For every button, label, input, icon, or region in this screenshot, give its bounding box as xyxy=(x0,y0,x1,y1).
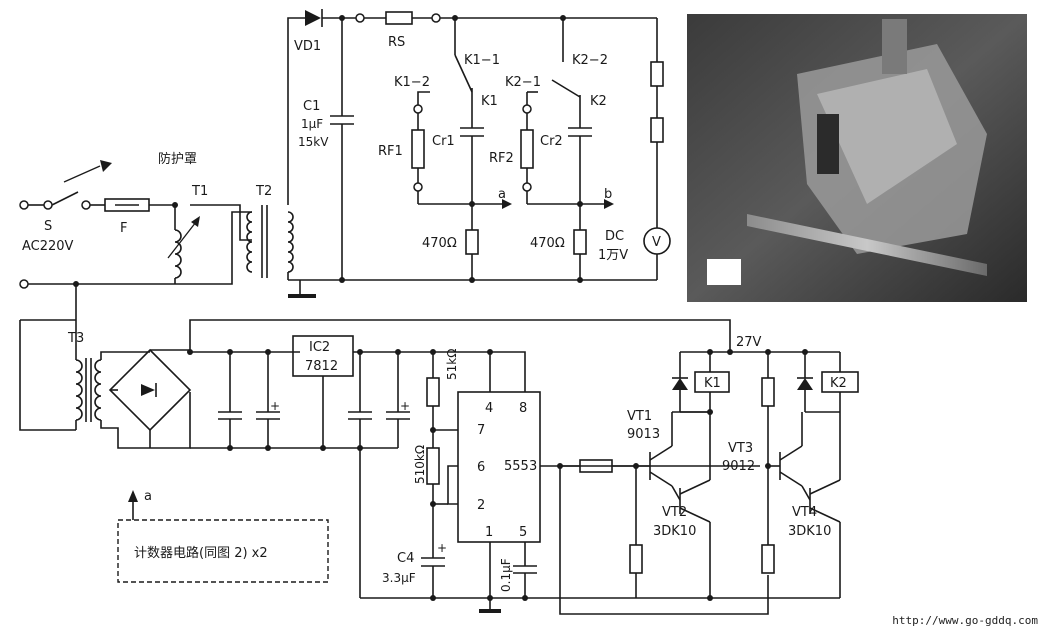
plus-2: + xyxy=(400,399,410,413)
t2-secondary xyxy=(287,211,294,273)
t2-primary xyxy=(246,211,253,273)
label-cr1: Cr1 xyxy=(432,134,455,149)
label-c1-volt: 15kV xyxy=(298,135,329,149)
hv-section xyxy=(287,9,671,298)
label-f: F xyxy=(120,221,127,236)
label-vd1: VD1 xyxy=(294,39,321,54)
label-shield: 防护罩 xyxy=(158,151,197,167)
input-section xyxy=(19,160,294,289)
label-27v: 27V xyxy=(736,335,762,350)
label-vt2: VT2 xyxy=(662,505,687,520)
labels: VD1 RS K1−1 K2−2 K1−2 K2−1 K1 K2 RF1 RF2… xyxy=(22,35,847,592)
rf1-gap xyxy=(411,129,425,169)
k2-switch xyxy=(551,79,581,98)
label-node-a: a xyxy=(498,187,506,202)
label-vt3: VT3 xyxy=(728,441,753,456)
label-dc-val: 1万V xyxy=(598,248,628,263)
watermark-url: http://www.go-gddq.com xyxy=(892,614,1038,627)
label-ic2: IC2 xyxy=(309,340,330,355)
label-k2: K2 xyxy=(590,94,607,109)
label-c1-val: 1μF xyxy=(301,117,323,131)
label-pin2: 2 xyxy=(477,498,485,513)
relay-drivers xyxy=(649,349,859,601)
label-rf2: RF2 xyxy=(489,151,514,166)
label-k2-coil: K2 xyxy=(830,376,847,391)
counter-box xyxy=(117,490,329,583)
label-voltmeter: V xyxy=(652,235,661,250)
label-c4: C4 xyxy=(397,551,414,566)
t3-transformer xyxy=(75,359,83,421)
label-555: 555 xyxy=(504,459,529,474)
label-t3: T3 xyxy=(67,331,84,346)
plus-1: + xyxy=(270,399,280,413)
label-c1: C1 xyxy=(303,99,320,114)
label-pin5: 5 xyxy=(519,525,527,540)
label-c4-val: 3.3μF xyxy=(382,571,416,585)
label-t1: T1 xyxy=(191,184,208,199)
label-pin1: 1 xyxy=(485,525,493,540)
label-t2: T2 xyxy=(255,184,272,199)
rf2-gap xyxy=(520,129,534,169)
s-switch xyxy=(51,191,79,206)
timer-555 xyxy=(360,351,840,615)
label-k1-coil: K1 xyxy=(704,376,721,391)
label-510k: 510kΩ xyxy=(413,445,427,484)
label-counter: 计数器电路(同图 2) x2 xyxy=(134,545,268,561)
label-rf1: RF1 xyxy=(378,144,403,159)
device-photo xyxy=(687,14,1027,302)
label-k1-2: K1−2 xyxy=(394,75,430,90)
label-51k: 51kΩ xyxy=(445,349,459,380)
rs-resistor xyxy=(385,11,413,25)
vd1-diode xyxy=(305,9,323,27)
label-rs: RS xyxy=(388,35,405,50)
label-pin7: 7 xyxy=(477,423,485,438)
label-vt4-val: 3DK10 xyxy=(788,524,831,539)
ne555-chip xyxy=(457,391,541,543)
label-vt1: VT1 xyxy=(627,409,652,424)
label-pin8: 8 xyxy=(519,401,527,416)
label-counter-a: a xyxy=(144,489,152,504)
label-7812: 7812 xyxy=(305,359,338,374)
label-ac220v: AC220V xyxy=(22,239,74,254)
label-k1: K1 xyxy=(481,94,498,109)
label-470-a: 470Ω xyxy=(422,236,457,251)
label-470-b: 470Ω xyxy=(530,236,565,251)
label-k1-1: K1−1 xyxy=(464,53,500,68)
label-vt3-val: 9012 xyxy=(722,459,755,474)
label-vt4: VT4 xyxy=(792,505,817,520)
label-k2-1: K2−1 xyxy=(505,75,541,90)
k1-1-switch xyxy=(454,54,473,93)
label-vt1-val: 9013 xyxy=(627,427,660,442)
label-dc: DC xyxy=(605,229,624,244)
plus-3: + xyxy=(437,541,447,555)
label-pin6: 6 xyxy=(477,460,485,475)
label-pin3: 3 xyxy=(529,459,537,474)
label-pin4: 4 xyxy=(485,401,493,416)
label-c5-val: 0.1μF xyxy=(499,558,513,592)
lv-supply xyxy=(19,284,731,598)
label-s: S xyxy=(44,219,52,234)
label-vt2-val: 3DK10 xyxy=(653,524,696,539)
label-cr2: Cr2 xyxy=(540,134,563,149)
t1-autotransformer xyxy=(174,229,182,279)
k1-relay-coil xyxy=(694,371,730,393)
label-node-b: b xyxy=(604,187,612,202)
label-k2-2: K2−2 xyxy=(572,53,608,68)
